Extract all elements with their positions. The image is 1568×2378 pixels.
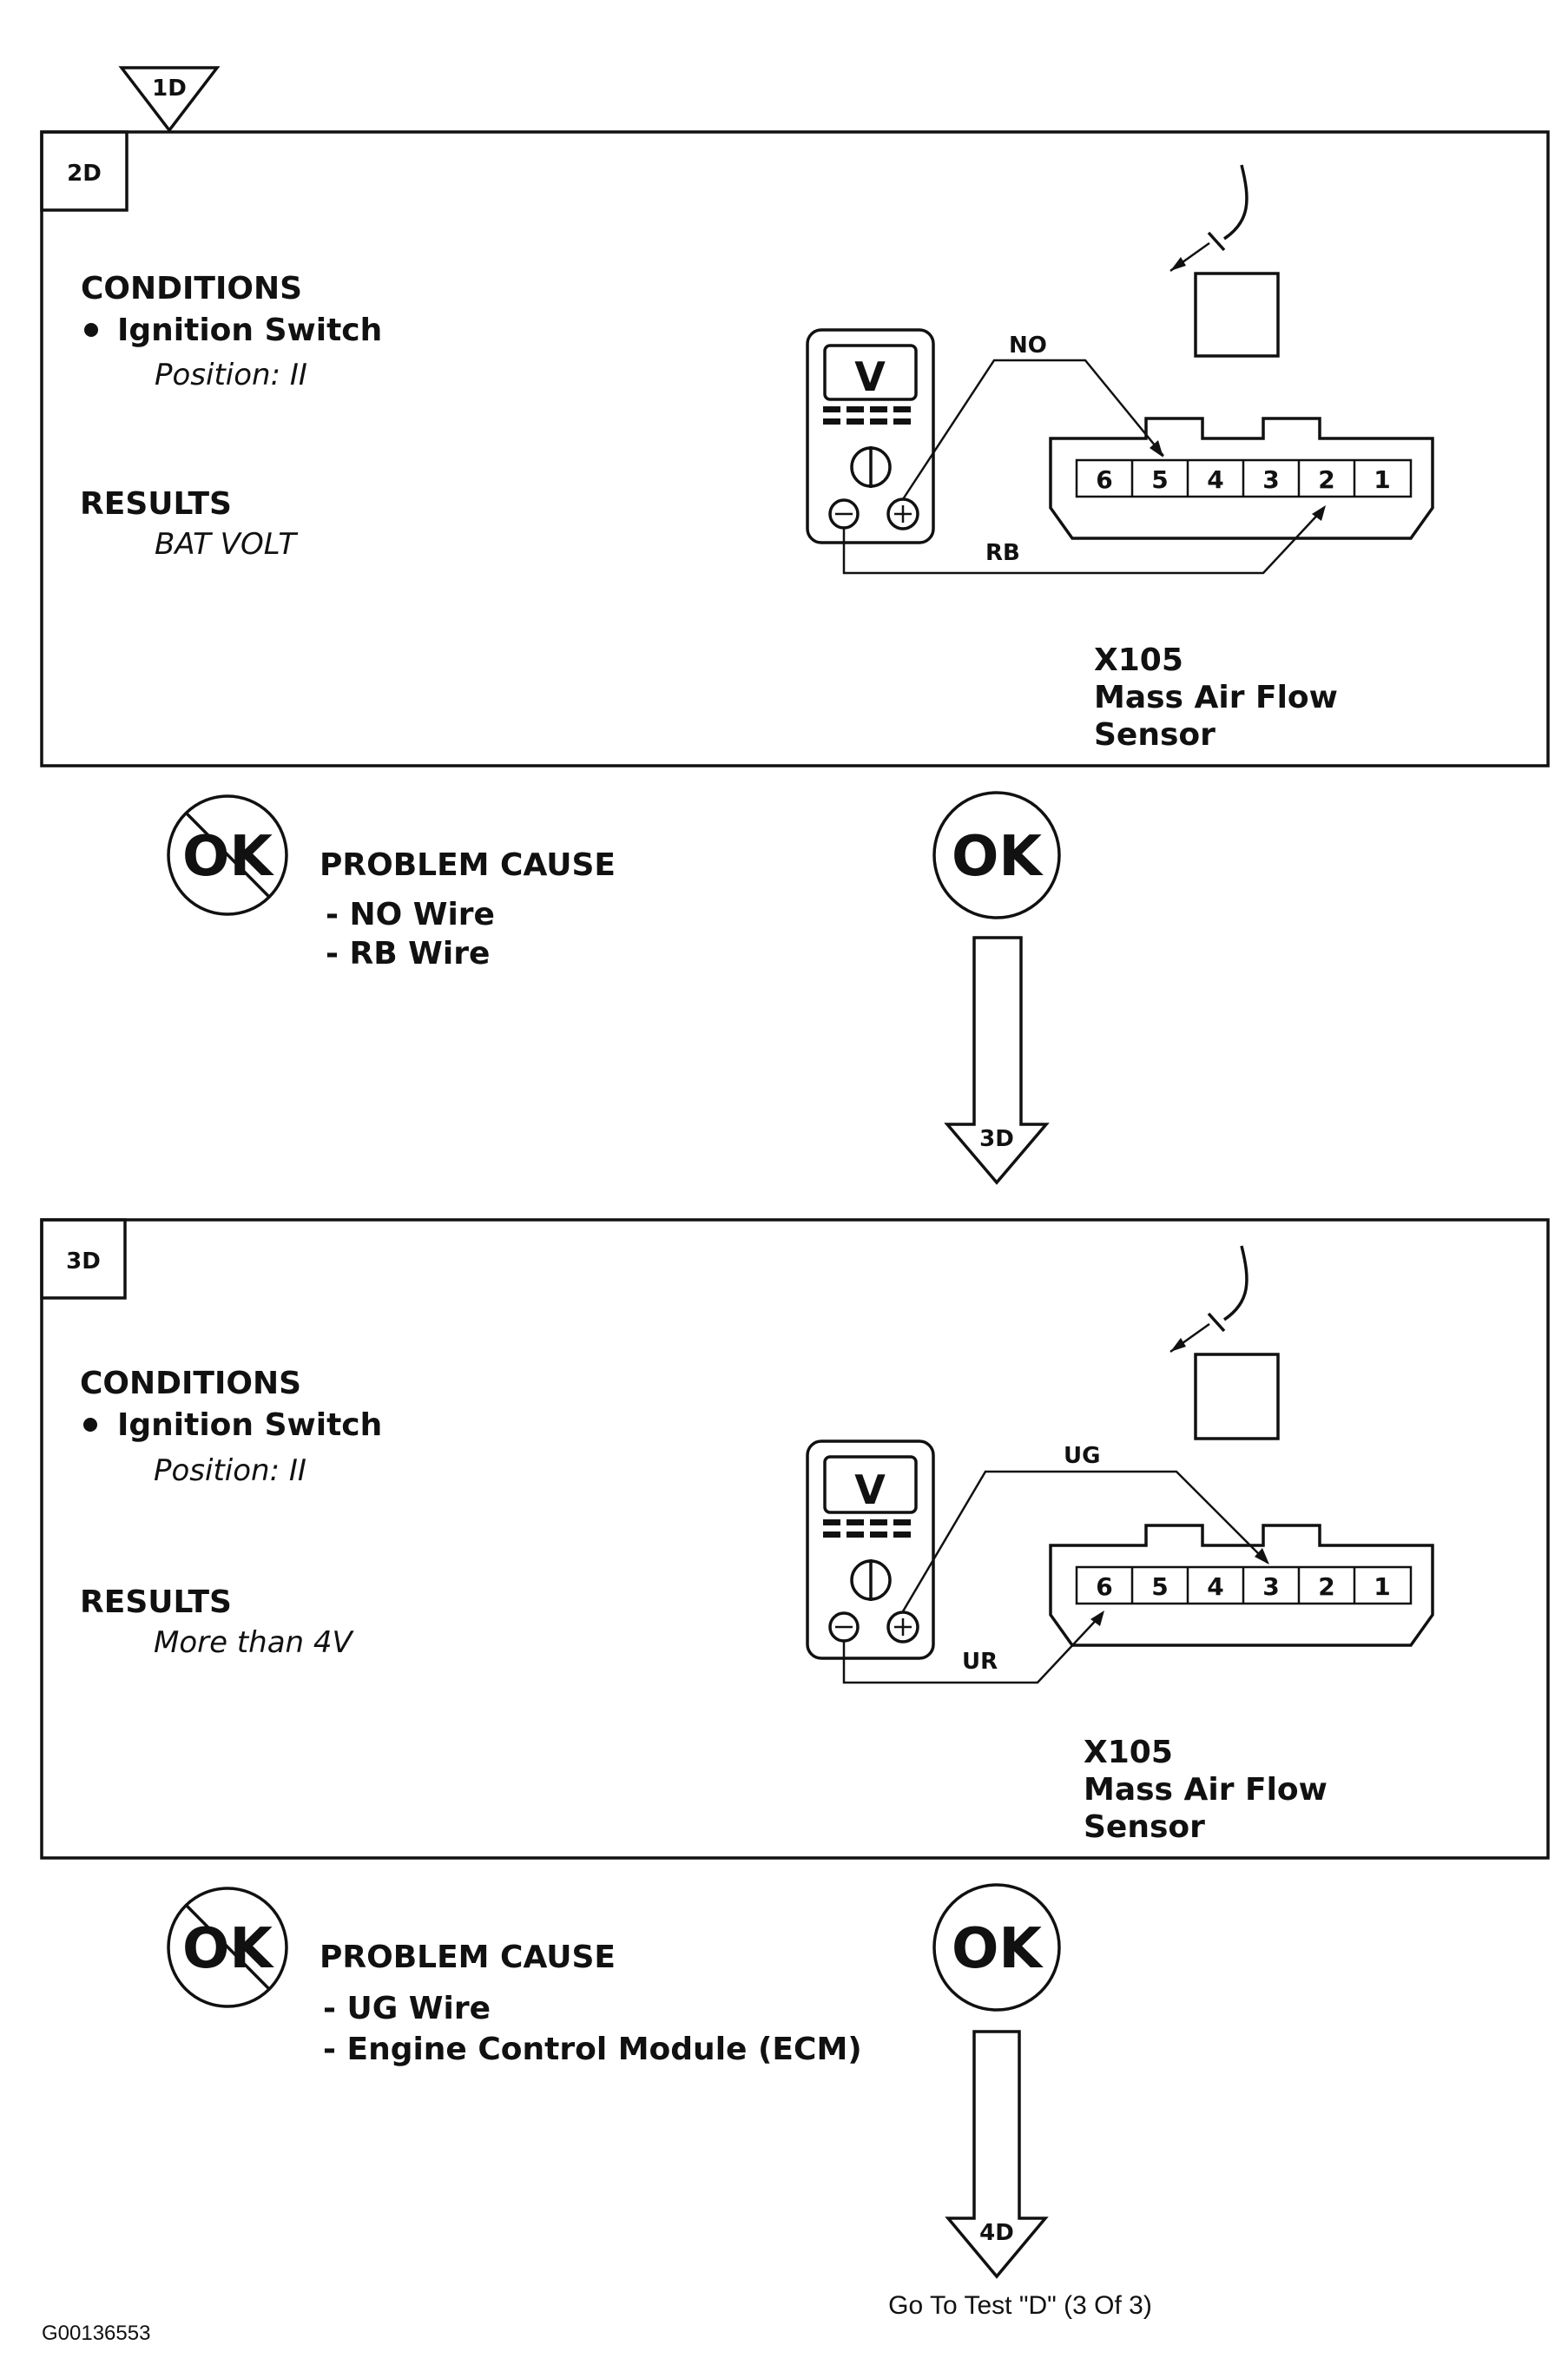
step-2d-positive-wire-label: NO xyxy=(1009,333,1047,359)
figure-code: G00136553 xyxy=(42,2322,150,2345)
step-3d-bullet-icon xyxy=(83,1418,97,1432)
step-3d-positive-wire-label: UG xyxy=(1064,1443,1100,1469)
entry-step-label: 1D xyxy=(152,76,187,102)
step-2d-positive-probe-tip xyxy=(1150,440,1163,458)
step-3d-tag-box xyxy=(40,1218,127,1300)
step-2d-connector: 6 5 4 3 2 1 xyxy=(1049,417,1434,540)
step-2d-ok-label: OK xyxy=(952,825,1044,889)
step-2d-down-arrow-icon xyxy=(944,936,1050,1185)
step-3d-harness-plug-icon xyxy=(1169,1245,1280,1440)
step-3d-component-id: X105 xyxy=(1084,1735,1173,1770)
step-2d-problem-heading: PROBLEM CAUSE xyxy=(320,847,616,883)
step-3d-fail-outcome: OK PROBLEM CAUSE - UG Wire - Engine Cont… xyxy=(167,1887,862,2067)
step-3d-problem-cause-2: - Engine Control Module (ECM) xyxy=(323,2032,862,2067)
step-2d-results-heading: RESULTS xyxy=(80,486,232,522)
step-3d-component-name-line2: Sensor xyxy=(1084,1809,1205,1845)
step-3d-connector: 6 5 4 3 2 1 xyxy=(1049,1524,1434,1647)
step-3d-result: More than 4V xyxy=(154,1625,355,1660)
step-2d-positive-probe-wire xyxy=(901,359,1164,500)
step-2d-conditions-heading: CONDITIONS xyxy=(81,271,302,306)
step-2d-pin-4: 4 xyxy=(1207,465,1223,494)
step-2d-tag: 2D xyxy=(67,161,102,187)
step-3d-pin-5: 5 xyxy=(1151,1572,1168,1601)
step-3d-negative-probe-tip xyxy=(1090,1611,1104,1626)
step-2d-not-ok-icon xyxy=(167,794,288,916)
step-2d-panel: 2D CONDITIONS Ignition Switch Position: … xyxy=(40,130,1550,767)
step-2d-meter-label: V xyxy=(854,353,886,400)
step-3d-results-heading: RESULTS xyxy=(80,1584,232,1620)
step-2d-result: BAT VOLT xyxy=(155,527,298,562)
step-3d-pin-4: 4 xyxy=(1207,1572,1223,1601)
step-3d-conditions-heading: CONDITIONS xyxy=(80,1366,301,1401)
step-3d-problem-cause-1: - UG Wire xyxy=(323,1991,491,2026)
step-3d-ok-label: OK xyxy=(952,1917,1044,1981)
step-3d-pin-2: 2 xyxy=(1318,1572,1334,1601)
step-2d-component-id: X105 xyxy=(1094,642,1183,678)
step-2d-pin-2: 2 xyxy=(1318,465,1334,494)
step-3d-negative-wire-label: UR xyxy=(962,1649,998,1675)
step-2d-ok-icon xyxy=(932,791,1061,919)
goto-next-test-text: Go To Test "D" (3 Of 3) xyxy=(888,2291,1152,2320)
step-3d-positive-terminal xyxy=(886,1611,919,1644)
step-2d-component-name-line2: Sensor xyxy=(1094,717,1216,753)
step-2d-negative-probe-tip xyxy=(1312,505,1326,521)
step-2d-negative-probe-wire xyxy=(842,507,1325,575)
step-2d-problem-cause-2: - RB Wire xyxy=(326,936,490,972)
step-3d-meter-label: V xyxy=(854,1466,886,1513)
step-2d-voltmeter-icon: V xyxy=(806,328,935,544)
step-2d-pin-1: 1 xyxy=(1374,465,1390,494)
step-3d-condition-item: Ignition Switch xyxy=(117,1407,382,1443)
step-3d-tag: 3D xyxy=(66,1248,101,1275)
step-3d-component-name-line1: Mass Air Flow xyxy=(1084,1772,1328,1808)
step-3d-frame xyxy=(40,1218,1550,1860)
step-3d-ok-icon xyxy=(932,1883,1061,2012)
step-2d-negative-wire-label: RB xyxy=(985,540,1020,566)
step-3d-pass-outcome: OK 4D xyxy=(932,1883,1061,2279)
entry-step-marker: 1D xyxy=(118,66,221,133)
step-3d-pin-6: 6 xyxy=(1096,1572,1112,1601)
step-3d-positive-probe-wire xyxy=(901,1470,1268,1612)
step-2d-condition-item: Ignition Switch xyxy=(117,313,382,348)
step-2d-pin-6: 6 xyxy=(1096,465,1112,494)
step-3d-negative-probe-wire xyxy=(842,1612,1104,1684)
step-2d-pass-outcome: OK 3D xyxy=(932,791,1061,1185)
step-3d-problem-heading: PROBLEM CAUSE xyxy=(320,1940,616,1975)
step-2d-fail-outcome: OK PROBLEM CAUSE - NO Wire - RB Wire xyxy=(167,794,616,972)
step-3d-down-arrow-icon xyxy=(945,2030,1049,2279)
step-2d-next-step-label: 3D xyxy=(979,1126,1014,1152)
step-3d-voltmeter-icon: V xyxy=(806,1439,935,1660)
step-2d-pin-5: 5 xyxy=(1151,465,1168,494)
step-2d-problem-cause-1: - NO Wire xyxy=(326,897,495,932)
step-3d-positive-probe-tip xyxy=(1255,1548,1269,1564)
step-3d-panel: 3D CONDITIONS Ignition Switch Position: … xyxy=(40,1218,1550,1860)
step-3d-next-step-label: 4D xyxy=(979,2220,1014,2246)
step-3d-condition-detail: Position: II xyxy=(154,1453,306,1488)
step-2d-tag-box xyxy=(40,130,128,212)
step-3d-not-ok-icon xyxy=(167,1887,288,2008)
step-2d-bullet-icon xyxy=(84,323,98,337)
step-3d-pin-1: 1 xyxy=(1374,1572,1390,1601)
step-2d-condition-detail: Position: II xyxy=(155,358,307,392)
step-2d-frame xyxy=(40,130,1550,767)
step-2d-pin-3: 3 xyxy=(1262,465,1279,494)
step-3d-pin-3: 3 xyxy=(1262,1572,1279,1601)
step-2d-component-name-line1: Mass Air Flow xyxy=(1094,680,1338,715)
step-2d-harness-plug-icon xyxy=(1169,164,1280,358)
